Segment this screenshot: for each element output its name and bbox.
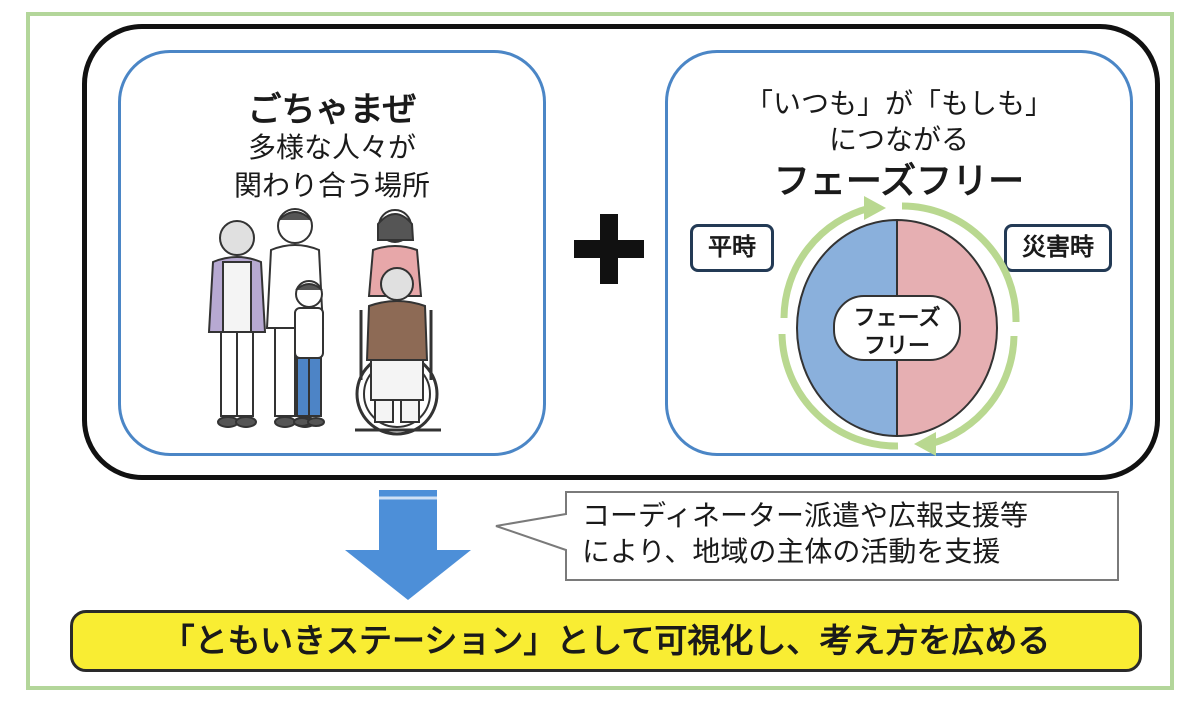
support-callout-text: コーディネーター派遣や広報支援等 により、地域の主体の活動を支援 xyxy=(582,498,1028,570)
phasefree-line2: につながる xyxy=(828,123,969,156)
diverse-people-illustration xyxy=(207,208,441,436)
phase-cycle-diagram xyxy=(778,196,1020,456)
gochamaze-line2: 関わり合う場所 xyxy=(233,169,430,202)
gochamaze-title: ごちゃまぜ xyxy=(247,90,417,130)
disaster-time-tag: 災害時 xyxy=(1004,224,1112,272)
outer-frame xyxy=(26,12,1174,690)
callout-line2: により、地域の主体の活動を支援 xyxy=(582,535,1001,568)
gochamaze-line1: 多様な人々が xyxy=(247,131,416,164)
down-arrow-icon xyxy=(345,490,471,600)
callout-line1: コーディネーター派遣や広報支援等 xyxy=(582,499,1029,532)
phasefree-line1: 「いつも」が「もしも」 xyxy=(744,87,1053,120)
normal-time-tag: 平時 xyxy=(690,224,774,272)
center-label-line1: フェーズ xyxy=(853,306,941,331)
tomoiki-station-banner: 「ともいきステーション」として可視化し、考え方を広める xyxy=(70,610,1142,672)
gochamaze-panel xyxy=(118,50,546,456)
center-label-line2: フリー xyxy=(863,334,930,359)
plus-icon xyxy=(574,214,644,284)
phasefree-title: フェーズフリー xyxy=(773,161,1025,202)
